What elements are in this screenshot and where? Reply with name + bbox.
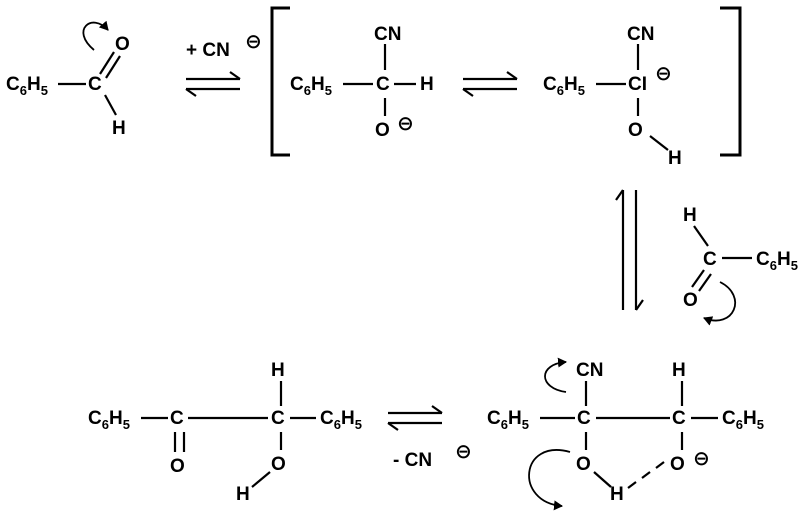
right-bracket [720,6,742,157]
alkoxide-intermediate: CN C6H5 C H O ⊖ [290,24,434,141]
equilibrium-arrow-1: + CN ⊖ [185,31,262,97]
benzaldehyde: C6H5 C O H [6,20,130,139]
svg-text:CN: CN [576,360,603,381]
svg-text:+ CN: + CN [186,40,230,61]
equilibrium-arrow-2 [462,71,518,97]
charge-minus: ⊖ [455,441,472,463]
svg-text:O: O [271,454,286,475]
svg-text:C6H5: C6H5 [543,74,585,98]
svg-text:H: H [610,484,624,505]
equilibrium-arrow-3: - CN ⊖ [387,405,472,471]
adduct-intermediate: CN C6H5 C H C C6H5 O O ⊖ H [487,357,764,511]
benzaldehyde-second: H C C6H5 O [683,205,798,326]
aldehyde-hydrogen: H [112,118,126,139]
charge-minus: ⊖ [245,31,262,53]
svg-text:- CN: - CN [393,450,432,471]
svg-text:C: C [271,408,285,429]
charge-minus: ⊖ [655,63,672,85]
svg-text:CN: CN [374,24,401,45]
svg-text:C6H5: C6H5 [320,408,362,432]
svg-text:O: O [628,120,643,141]
svg-text:C: C [376,74,390,95]
svg-text:H: H [236,484,250,505]
svg-text:O: O [170,456,185,477]
svg-text:O: O [375,120,390,141]
svg-text:C: C [703,249,717,270]
svg-text:C: C [170,408,184,429]
svg-text:C: C [672,408,686,429]
charge-minus: ⊖ [693,448,710,470]
svg-text:O: O [670,454,685,475]
svg-text:C6H5: C6H5 [487,408,529,432]
svg-text:H: H [668,148,682,169]
benzoin-product: C6H5 C O H C C6H5 O H [88,360,362,505]
svg-text:CN: CN [627,24,654,45]
carbonyl-oxygen: O [115,34,130,55]
svg-text:H: H [271,360,285,381]
svg-text:O: O [576,454,591,475]
curved-arrow [528,449,571,511]
svg-text:CI: CI [628,74,647,95]
left-bracket [270,6,290,157]
carbonyl-carbon: C [88,74,102,95]
svg-text:C6H5: C6H5 [88,408,130,432]
svg-text:H: H [683,205,697,226]
phenyl-group: C6H5 [6,74,48,98]
curved-arrow [703,281,737,326]
svg-text:C6H5: C6H5 [290,74,332,98]
svg-text:H: H [420,74,434,95]
svg-text:C6H5: C6H5 [756,249,798,273]
curved-arrow [82,20,109,51]
svg-text:C6H5: C6H5 [722,408,764,432]
curved-arrow [544,357,567,393]
carbanion-intermediate: CN C6H5 CI ⊖ O H [543,24,682,169]
equilibrium-arrow-vertical [615,189,644,311]
charge-minus: ⊖ [397,113,414,135]
svg-text:H: H [672,360,686,381]
svg-text:C6H5: C6H5 [6,74,48,98]
svg-text:O: O [683,290,698,311]
svg-text:C: C [577,408,591,429]
